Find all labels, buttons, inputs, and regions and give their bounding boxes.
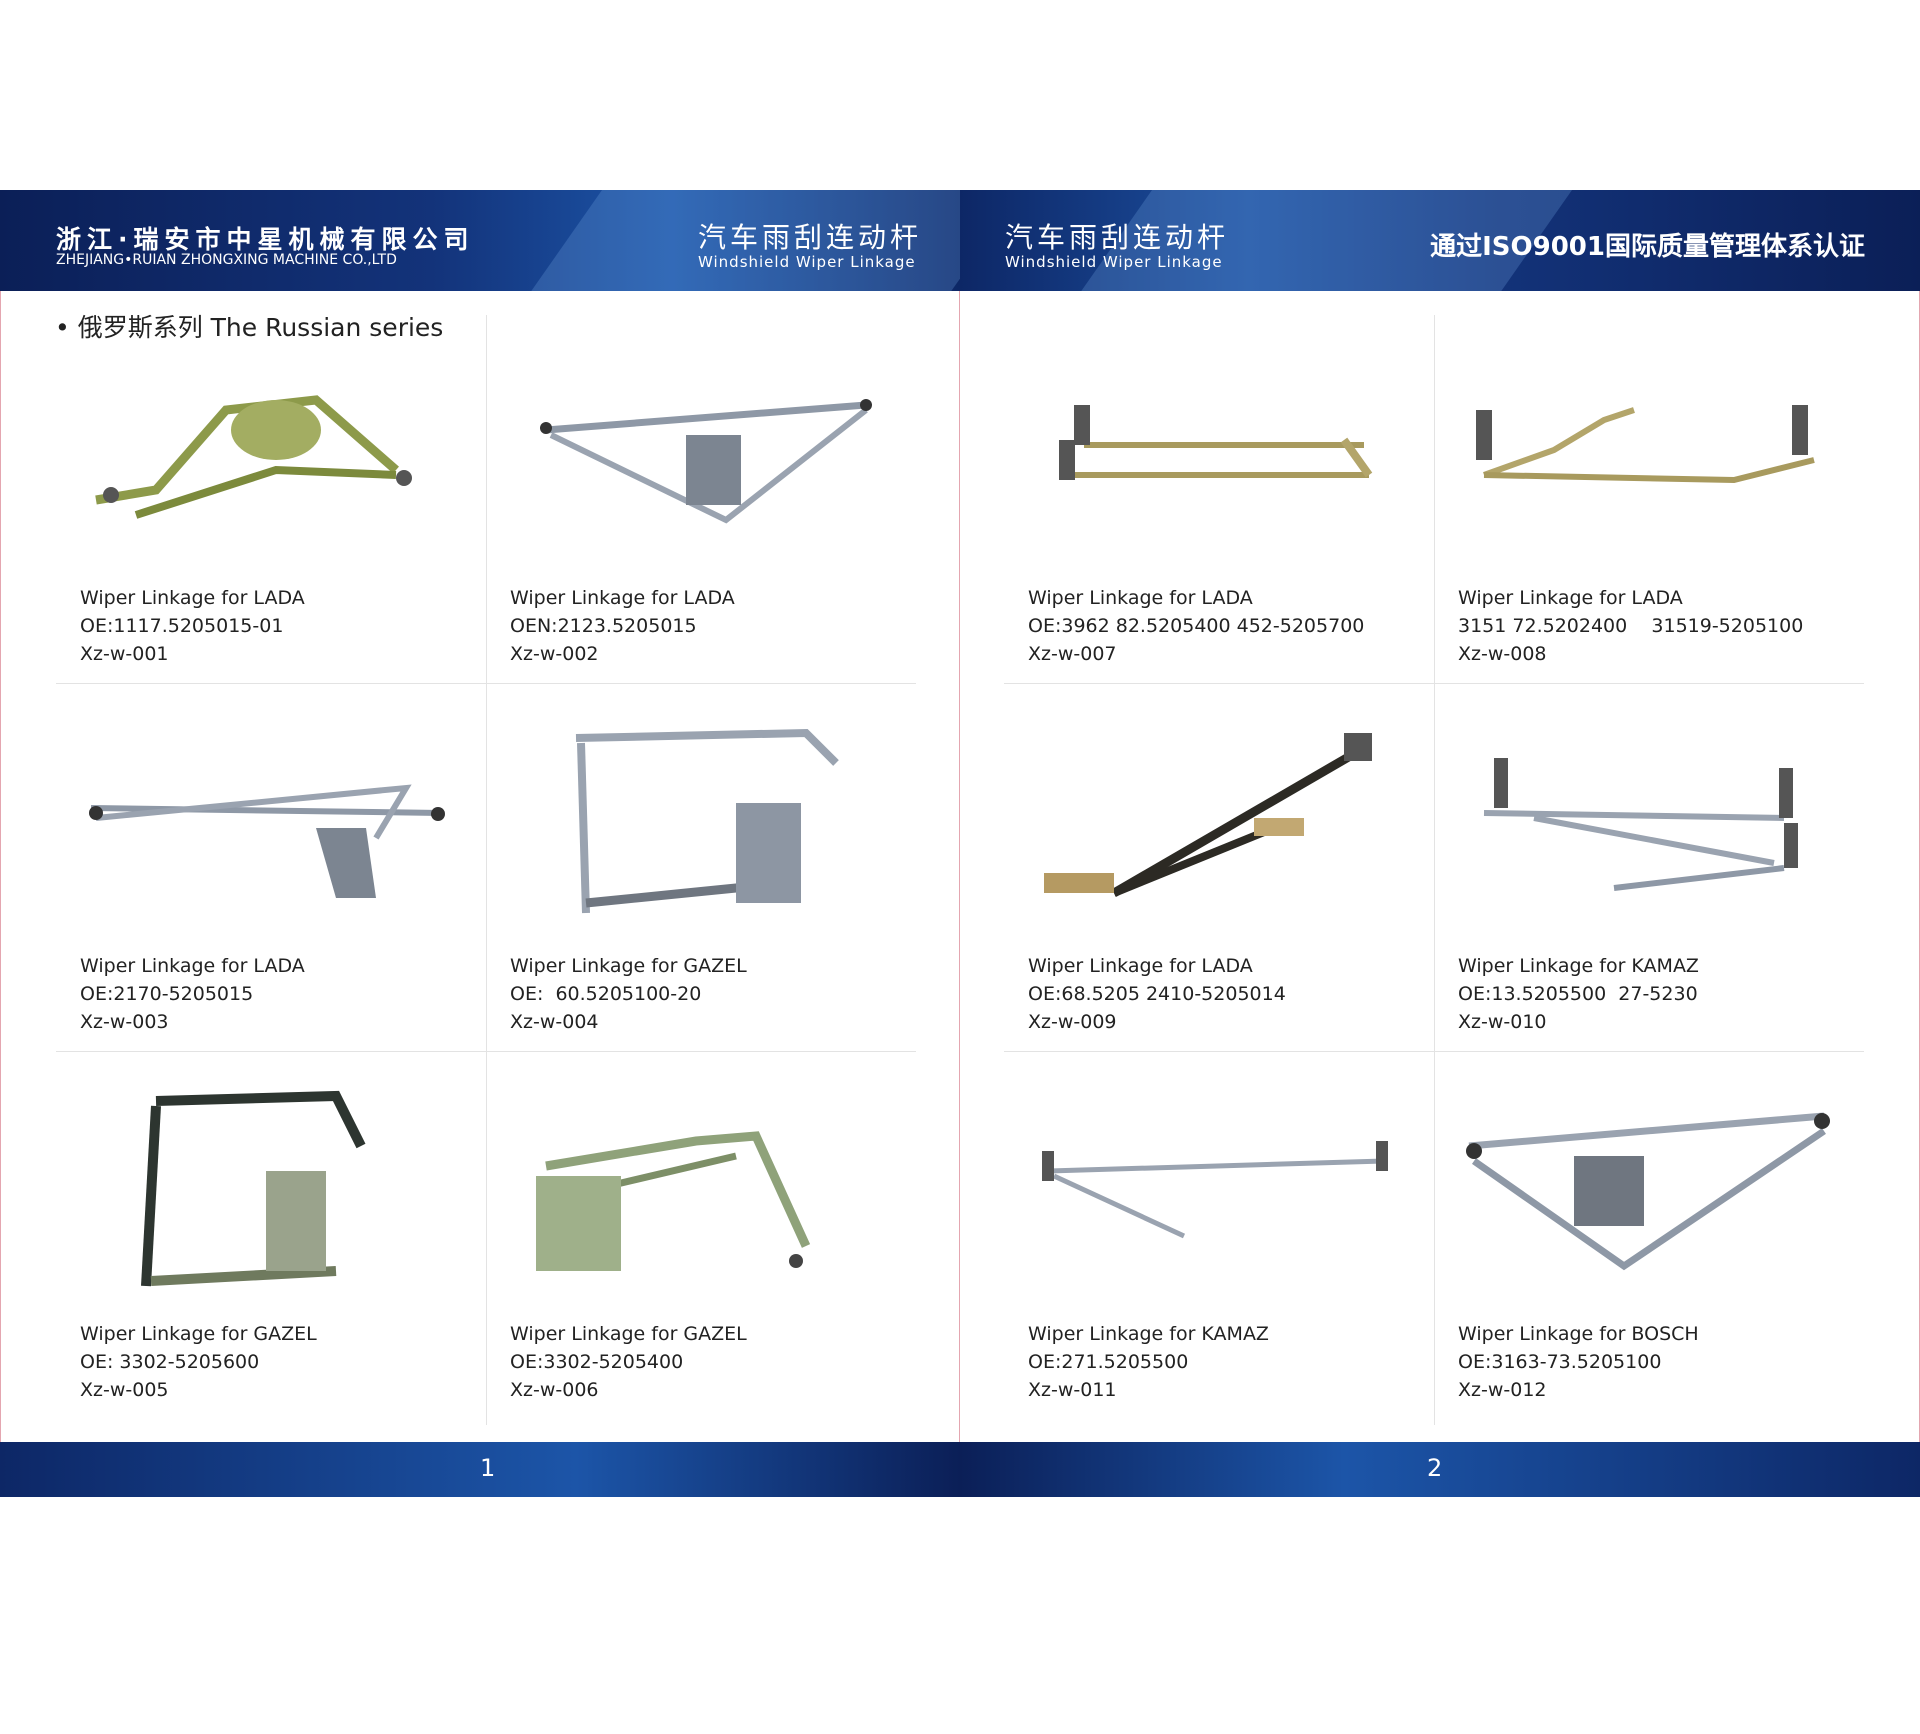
product-oe-number: OE:2170-5205015	[80, 983, 254, 1005]
product-title-en: Windshield Wiper Linkage	[698, 253, 916, 271]
wiper-linkage-photo	[76, 350, 466, 570]
product-name: Wiper Linkage for LADA	[1028, 955, 1253, 977]
product-name: Wiper Linkage for GAZEL	[510, 955, 747, 977]
product-card-xz-w-004[interactable]: Wiper Linkage for GAZEL OE: 60.5205100-2…	[486, 683, 916, 1051]
product-name: Wiper Linkage for LADA	[80, 955, 305, 977]
product-card-xz-w-011[interactable]: Wiper Linkage for KAMAZ OE:271.5205500 X…	[1004, 1051, 1434, 1419]
product-name: Wiper Linkage for LADA	[1458, 587, 1683, 609]
product-code: Xz-w-003	[80, 1011, 169, 1033]
product-oe-number: OE:68.5205 2410-5205014	[1028, 983, 1286, 1005]
series-title: • 俄罗斯系列 The Russian series	[55, 313, 444, 342]
product-code: Xz-w-007	[1028, 643, 1117, 665]
iso-certification-text: 通过ISO9001国际质量管理体系认证	[1430, 232, 1865, 262]
product-oe-number: OE:1117.5205015-01	[80, 615, 284, 637]
product-card-xz-w-006[interactable]: Wiper Linkage for GAZEL OE:3302-5205400 …	[486, 1051, 916, 1419]
product-code: Xz-w-004	[510, 1011, 599, 1033]
product-oe-number: OE: 3302-5205600	[80, 1351, 260, 1373]
product-code: Xz-w-010	[1458, 1011, 1547, 1033]
product-card-xz-w-001[interactable]: Wiper Linkage for LADA OE:1117.5205015-0…	[56, 315, 486, 683]
product-name: Wiper Linkage for LADA	[1028, 587, 1253, 609]
company-name-cn: 浙江·瑞安市中星机械有限公司	[56, 225, 475, 254]
product-code: Xz-w-011	[1028, 1379, 1117, 1401]
wiper-linkage-photo	[76, 1086, 466, 1306]
product-title-cn: 汽车雨刮连动杆	[1005, 221, 1230, 254]
product-oe-number: OE:271.5205500	[1028, 1351, 1189, 1373]
product-title-cn: 汽车雨刮连动杆	[698, 221, 923, 254]
product-name: Wiper Linkage for KAMAZ	[1458, 955, 1699, 977]
wiper-linkage-photo	[1454, 1086, 1844, 1306]
product-oe-number: OE:3962 82.5205400 452-5205700	[1028, 615, 1365, 637]
wiper-linkage-photo	[1454, 350, 1844, 570]
wiper-linkage-photo	[1024, 718, 1414, 938]
page-number: 1	[480, 1454, 496, 1482]
wiper-linkage-photo	[1024, 350, 1414, 570]
product-code: Xz-w-006	[510, 1379, 599, 1401]
wiper-linkage-photo	[506, 718, 896, 938]
product-name: Wiper Linkage for LADA	[510, 587, 735, 609]
wiper-linkage-photo	[506, 350, 896, 570]
product-oe-number: OEN:2123.5205015	[510, 615, 697, 637]
product-code: Xz-w-012	[1458, 1379, 1547, 1401]
product-oe-number: OE: 60.5205100-20	[510, 983, 702, 1005]
product-code: Xz-w-008	[1458, 643, 1547, 665]
product-card-xz-w-002[interactable]: Wiper Linkage for LADA OEN:2123.5205015 …	[486, 315, 916, 683]
wiper-linkage-photo	[1454, 718, 1844, 938]
product-code: Xz-w-005	[80, 1379, 169, 1401]
product-oe-number: 3151 72.5202400 31519-5205100	[1458, 615, 1804, 637]
product-oe-number: OE:3302-5205400	[510, 1351, 684, 1373]
product-name: Wiper Linkage for LADA	[80, 587, 305, 609]
product-card-xz-w-008[interactable]: Wiper Linkage for LADA 3151 72.5202400 3…	[1434, 315, 1864, 683]
product-card-xz-w-009[interactable]: Wiper Linkage for LADA OE:68.5205 2410-5…	[1004, 683, 1434, 1051]
wiper-linkage-photo	[1024, 1086, 1414, 1306]
product-code: Xz-w-002	[510, 643, 599, 665]
product-card-xz-w-005[interactable]: Wiper Linkage for GAZEL OE: 3302-5205600…	[56, 1051, 486, 1419]
right-page-footer: 2	[960, 1442, 1920, 1497]
product-name: Wiper Linkage for BOSCH	[1458, 1323, 1699, 1345]
right-page-header: 汽车雨刮连动杆 Windshield Wiper Linkage 通过ISO90…	[960, 190, 1920, 291]
product-name: Wiper Linkage for GAZEL	[80, 1323, 317, 1345]
product-card-xz-w-003[interactable]: Wiper Linkage for LADA OE:2170-5205015 X…	[56, 683, 486, 1051]
product-oe-number: OE:3163-73.5205100	[1458, 1351, 1662, 1373]
product-name: Wiper Linkage for KAMAZ	[1028, 1323, 1269, 1345]
product-oe-number: OE:13.5205500 27-5230	[1458, 983, 1698, 1005]
wiper-linkage-photo	[76, 718, 466, 938]
left-page-footer: 1	[0, 1442, 960, 1497]
product-card-xz-w-012[interactable]: Wiper Linkage for BOSCH OE:3163-73.52051…	[1434, 1051, 1864, 1419]
left-page-header: 浙江·瑞安市中星机械有限公司 ZHEJIANG•RUIAN ZHONGXING …	[0, 190, 960, 291]
product-title-en: Windshield Wiper Linkage	[1005, 253, 1223, 271]
page-number: 2	[1427, 1454, 1443, 1482]
wiper-linkage-photo	[506, 1086, 896, 1306]
company-name-en: ZHEJIANG•RUIAN ZHONGXING MACHINE CO.,LTD	[56, 252, 397, 268]
product-card-xz-w-007[interactable]: Wiper Linkage for LADA OE:3962 82.520540…	[1004, 315, 1434, 683]
product-name: Wiper Linkage for GAZEL	[510, 1323, 747, 1345]
product-code: Xz-w-009	[1028, 1011, 1117, 1033]
product-card-xz-w-010[interactable]: Wiper Linkage for KAMAZ OE:13.5205500 27…	[1434, 683, 1864, 1051]
catalog-spread: 浙江·瑞安市中星机械有限公司 ZHEJIANG•RUIAN ZHONGXING …	[0, 190, 1920, 1500]
product-code: Xz-w-001	[80, 643, 169, 665]
